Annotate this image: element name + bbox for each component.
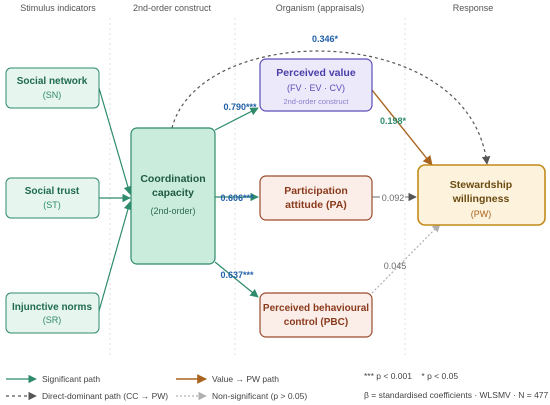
column-dividers [109, 18, 406, 355]
legend-direct: Direct-dominant path (CC → PW) [42, 391, 168, 401]
coef-cc-pw: 0.346* [312, 34, 339, 44]
node-cc-title-2: capacity [152, 187, 194, 199]
edge-cc-pw-direct [171, 50, 491, 165]
node-perceived-value: Perceived value (FV · EV · CV) 2nd-order… [259, 58, 373, 112]
node-sn-title: Social network [17, 76, 88, 87]
edge-cc-pv [214, 107, 259, 131]
legend-significance-note: *** p < 0.001 * p < 0.05 [364, 371, 458, 381]
node-injunctive-norms: Injunctive norms (SR) [5, 292, 100, 334]
node-pv-note: 2nd-order construct [283, 97, 349, 106]
node-stewardship-willingness: Stewardship willingness (PW) [417, 164, 546, 226]
coef-pa-pw: 0.092 [382, 193, 405, 203]
node-pbc: Perceived behavioural control (PBC) [259, 292, 373, 338]
column-header-stimulus: Stimulus indicators [20, 3, 96, 13]
node-cc-title-1: Coordination [140, 173, 205, 185]
node-pw-title-2: willingness [452, 193, 510, 205]
legend-significant: Significant path [42, 374, 100, 384]
edge-pv-pw [371, 89, 433, 166]
node-pa-title-1: Participation [284, 185, 348, 197]
edge-pbc-pw [371, 223, 441, 294]
node-st-abbr: (ST) [43, 200, 61, 210]
node-sr-title: Injunctive norms [12, 302, 92, 313]
column-header-response: Response [453, 3, 494, 13]
coef-cc-pv: 0.790*** [223, 102, 257, 112]
node-pw-title-1: Stewardship [450, 179, 512, 191]
node-coordination-capacity: Coordination capacity (2nd-order) [130, 127, 216, 265]
legend-beta-note: β = standardised coefficients · WLSMV · … [364, 390, 549, 400]
coef-pbc-pw: 0.045 [384, 261, 407, 271]
node-participation-attitude: Participation attitude (PA) [259, 175, 373, 221]
legend-nonsig: Non-significant (p > 0.05) [212, 391, 307, 401]
coef-cc-pa: 0.606*** [220, 193, 254, 203]
node-pw-sub: (PW) [471, 209, 492, 219]
node-pa-title-2: attitude (PA) [285, 199, 347, 211]
node-social-network: Social network (SN) [5, 67, 100, 109]
node-pv-title: Perceived value [276, 67, 356, 79]
legend: Significant path Direct-dominant path (C… [6, 371, 549, 401]
node-pbc-title-2: control (PBC) [284, 317, 348, 328]
node-social-trust: Social trust (ST) [5, 177, 100, 219]
coef-cc-pbc: 0.637*** [220, 270, 254, 280]
legend-value: Value → PW path [212, 374, 279, 384]
edge-sn-cc [98, 87, 132, 195]
node-cc-sub: (2nd-order) [150, 206, 195, 216]
coef-pa-pw-bg [380, 191, 405, 203]
node-pv-sub: (FV · EV · CV) [287, 83, 345, 93]
node-pbc-title-1: Perceived behavioural [263, 303, 369, 314]
node-sr-abbr: (SR) [43, 315, 62, 325]
edge-cc-pbc [214, 261, 259, 298]
node-sn-abbr: (SN) [43, 90, 62, 100]
column-header-construct: 2nd-order construct [133, 3, 212, 13]
node-st-title: Social trust [25, 186, 80, 197]
column-header-organism: Organism (appraisals) [276, 3, 365, 13]
coef-pv-pw: 0.198* [380, 116, 407, 126]
edge-sr-cc [98, 201, 132, 312]
